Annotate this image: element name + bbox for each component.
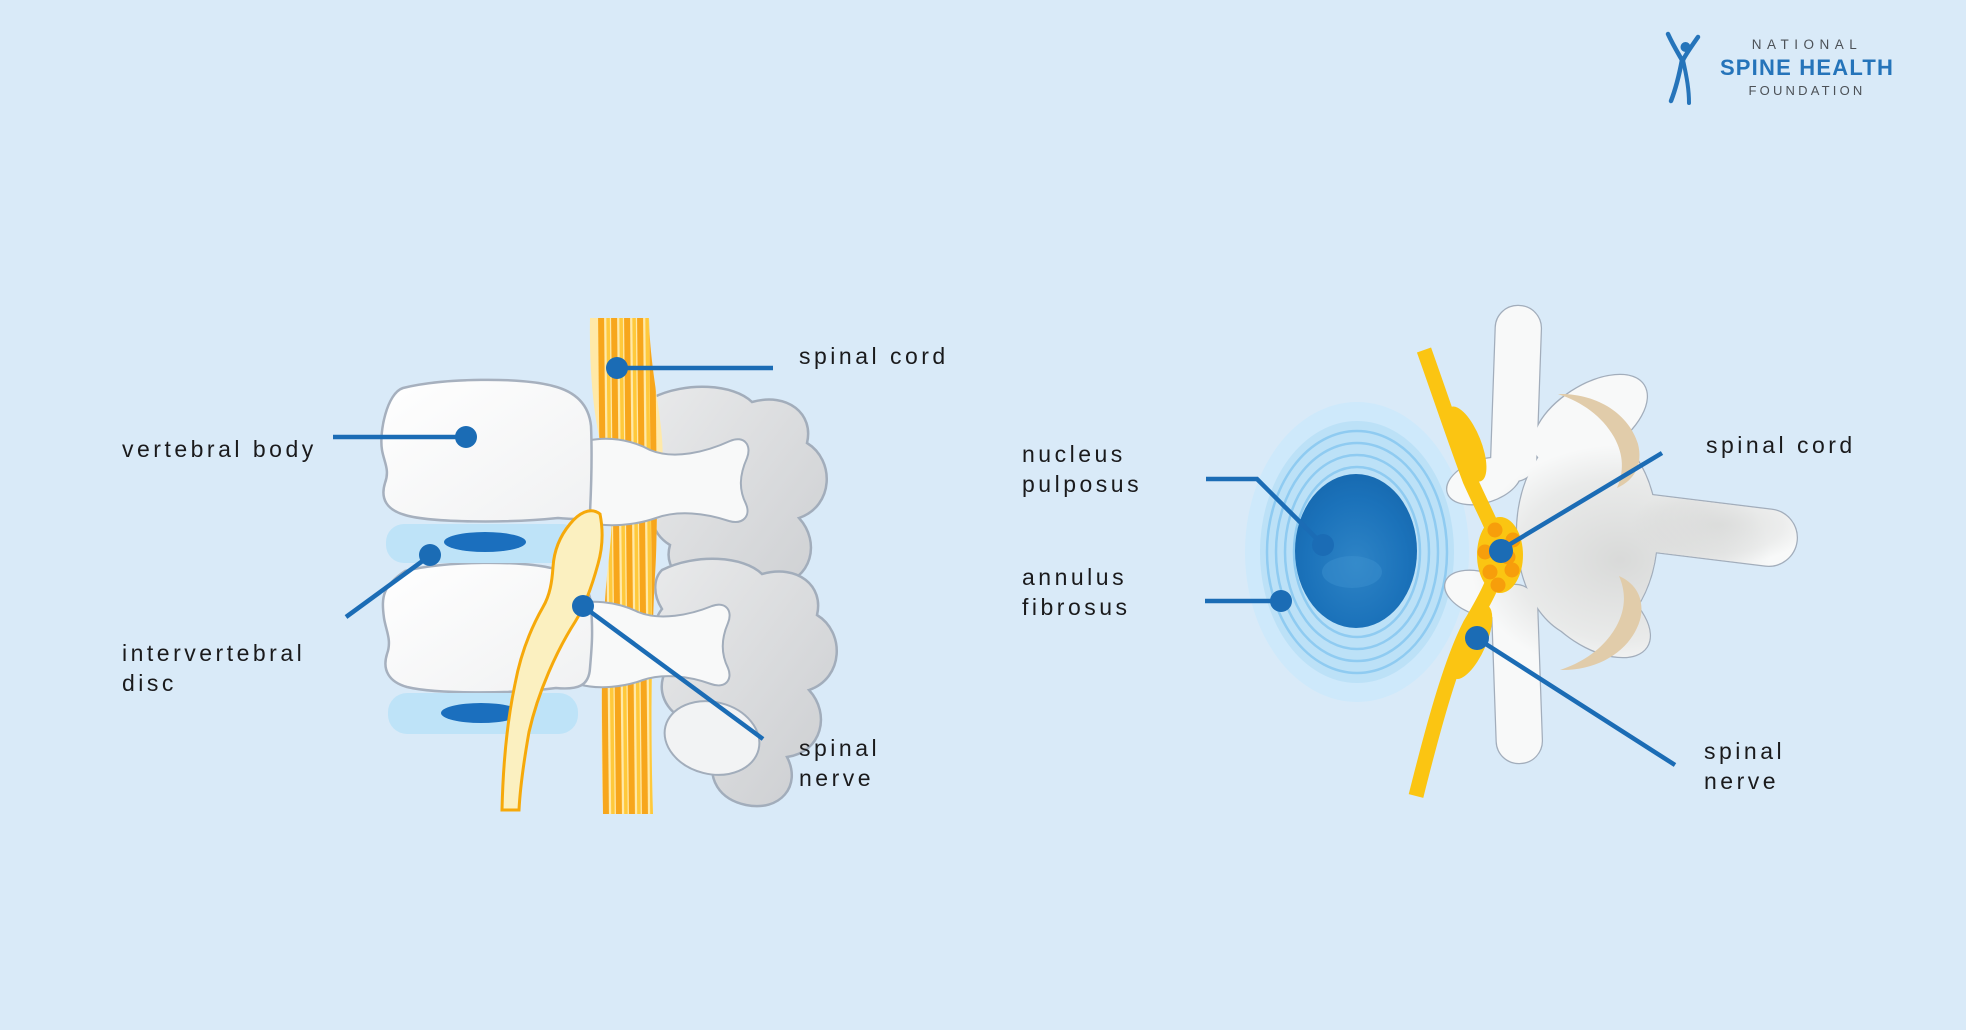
nshf-figure-icon: [1665, 31, 1701, 105]
dot-spinal-nerve-left: [572, 595, 594, 617]
axial-vertebra-tan-accents: [1558, 393, 1642, 671]
dot-intervertebral-disc: [419, 544, 441, 566]
spinal-cord-graphic: [589, 318, 663, 814]
annulus-rings: [1265, 429, 1449, 675]
label-spinal-nerve-left: spinal nerve: [799, 735, 881, 791]
label-nucleus-pulposus: nucleus pulposus: [1022, 441, 1143, 497]
logo-text-spine-health: SPINE HEALTH: [1719, 54, 1895, 80]
intervertebral-disc-lower: [388, 693, 578, 734]
leader-lines-right: [1205, 451, 1677, 767]
dot-annulus-fibrosus: [1270, 590, 1292, 612]
dot-spinal-cord-right: [1489, 539, 1513, 563]
label-spinal-nerve-right: spinal nerve: [1704, 738, 1786, 794]
leader-spinal-nerve-right: [1476, 637, 1677, 767]
leader-spinal-cord-right: [1500, 451, 1664, 551]
leader-dots-left: [419, 357, 628, 617]
nshf-logo: NATIONAL SPINE HEALTH FOUNDATION: [1660, 26, 1902, 108]
dot-vertebral-body: [455, 426, 477, 448]
dot-spinal-cord-left: [606, 357, 628, 379]
vertebral-body-upper: [380, 378, 593, 523]
disc-lens-lower: [441, 703, 521, 723]
nucleus-highlight: [1322, 556, 1382, 588]
label-spinal-cord-left: spinal cord: [799, 343, 949, 369]
logo-text-national: NATIONAL: [1751, 36, 1863, 52]
leader-lines-left: [333, 365, 773, 741]
nerve-ganglion-upper: [1445, 406, 1487, 482]
label-annulus-fibrosus: annulus fibrosus: [1022, 564, 1131, 620]
leader-dots-right: [1270, 534, 1513, 650]
label-vertebral-body: vertebral body: [122, 436, 317, 462]
disc-axial-graphic: [1245, 402, 1469, 702]
logo-text-foundation: FOUNDATION: [1748, 82, 1866, 98]
label-spinal-cord-right: spinal cord: [1706, 432, 1856, 458]
lateral-spine-diagram: [333, 318, 838, 814]
axial-spine-diagram: [1205, 304, 1800, 798]
dot-nucleus-pulposus: [1312, 534, 1334, 556]
nucleus-pulposus-graphic: [1295, 474, 1417, 628]
leader-spinal-nerve-left: [582, 605, 765, 741]
leader-nucleus-pulposus: [1206, 476, 1324, 546]
intervertebral-disc-upper: [386, 524, 580, 563]
dot-spinal-nerve-right: [1465, 626, 1489, 650]
label-intervertebral-disc: intervertebral disc: [122, 640, 306, 696]
disc-lens-upper: [444, 532, 526, 552]
leader-intervertebral-disc: [344, 555, 430, 619]
